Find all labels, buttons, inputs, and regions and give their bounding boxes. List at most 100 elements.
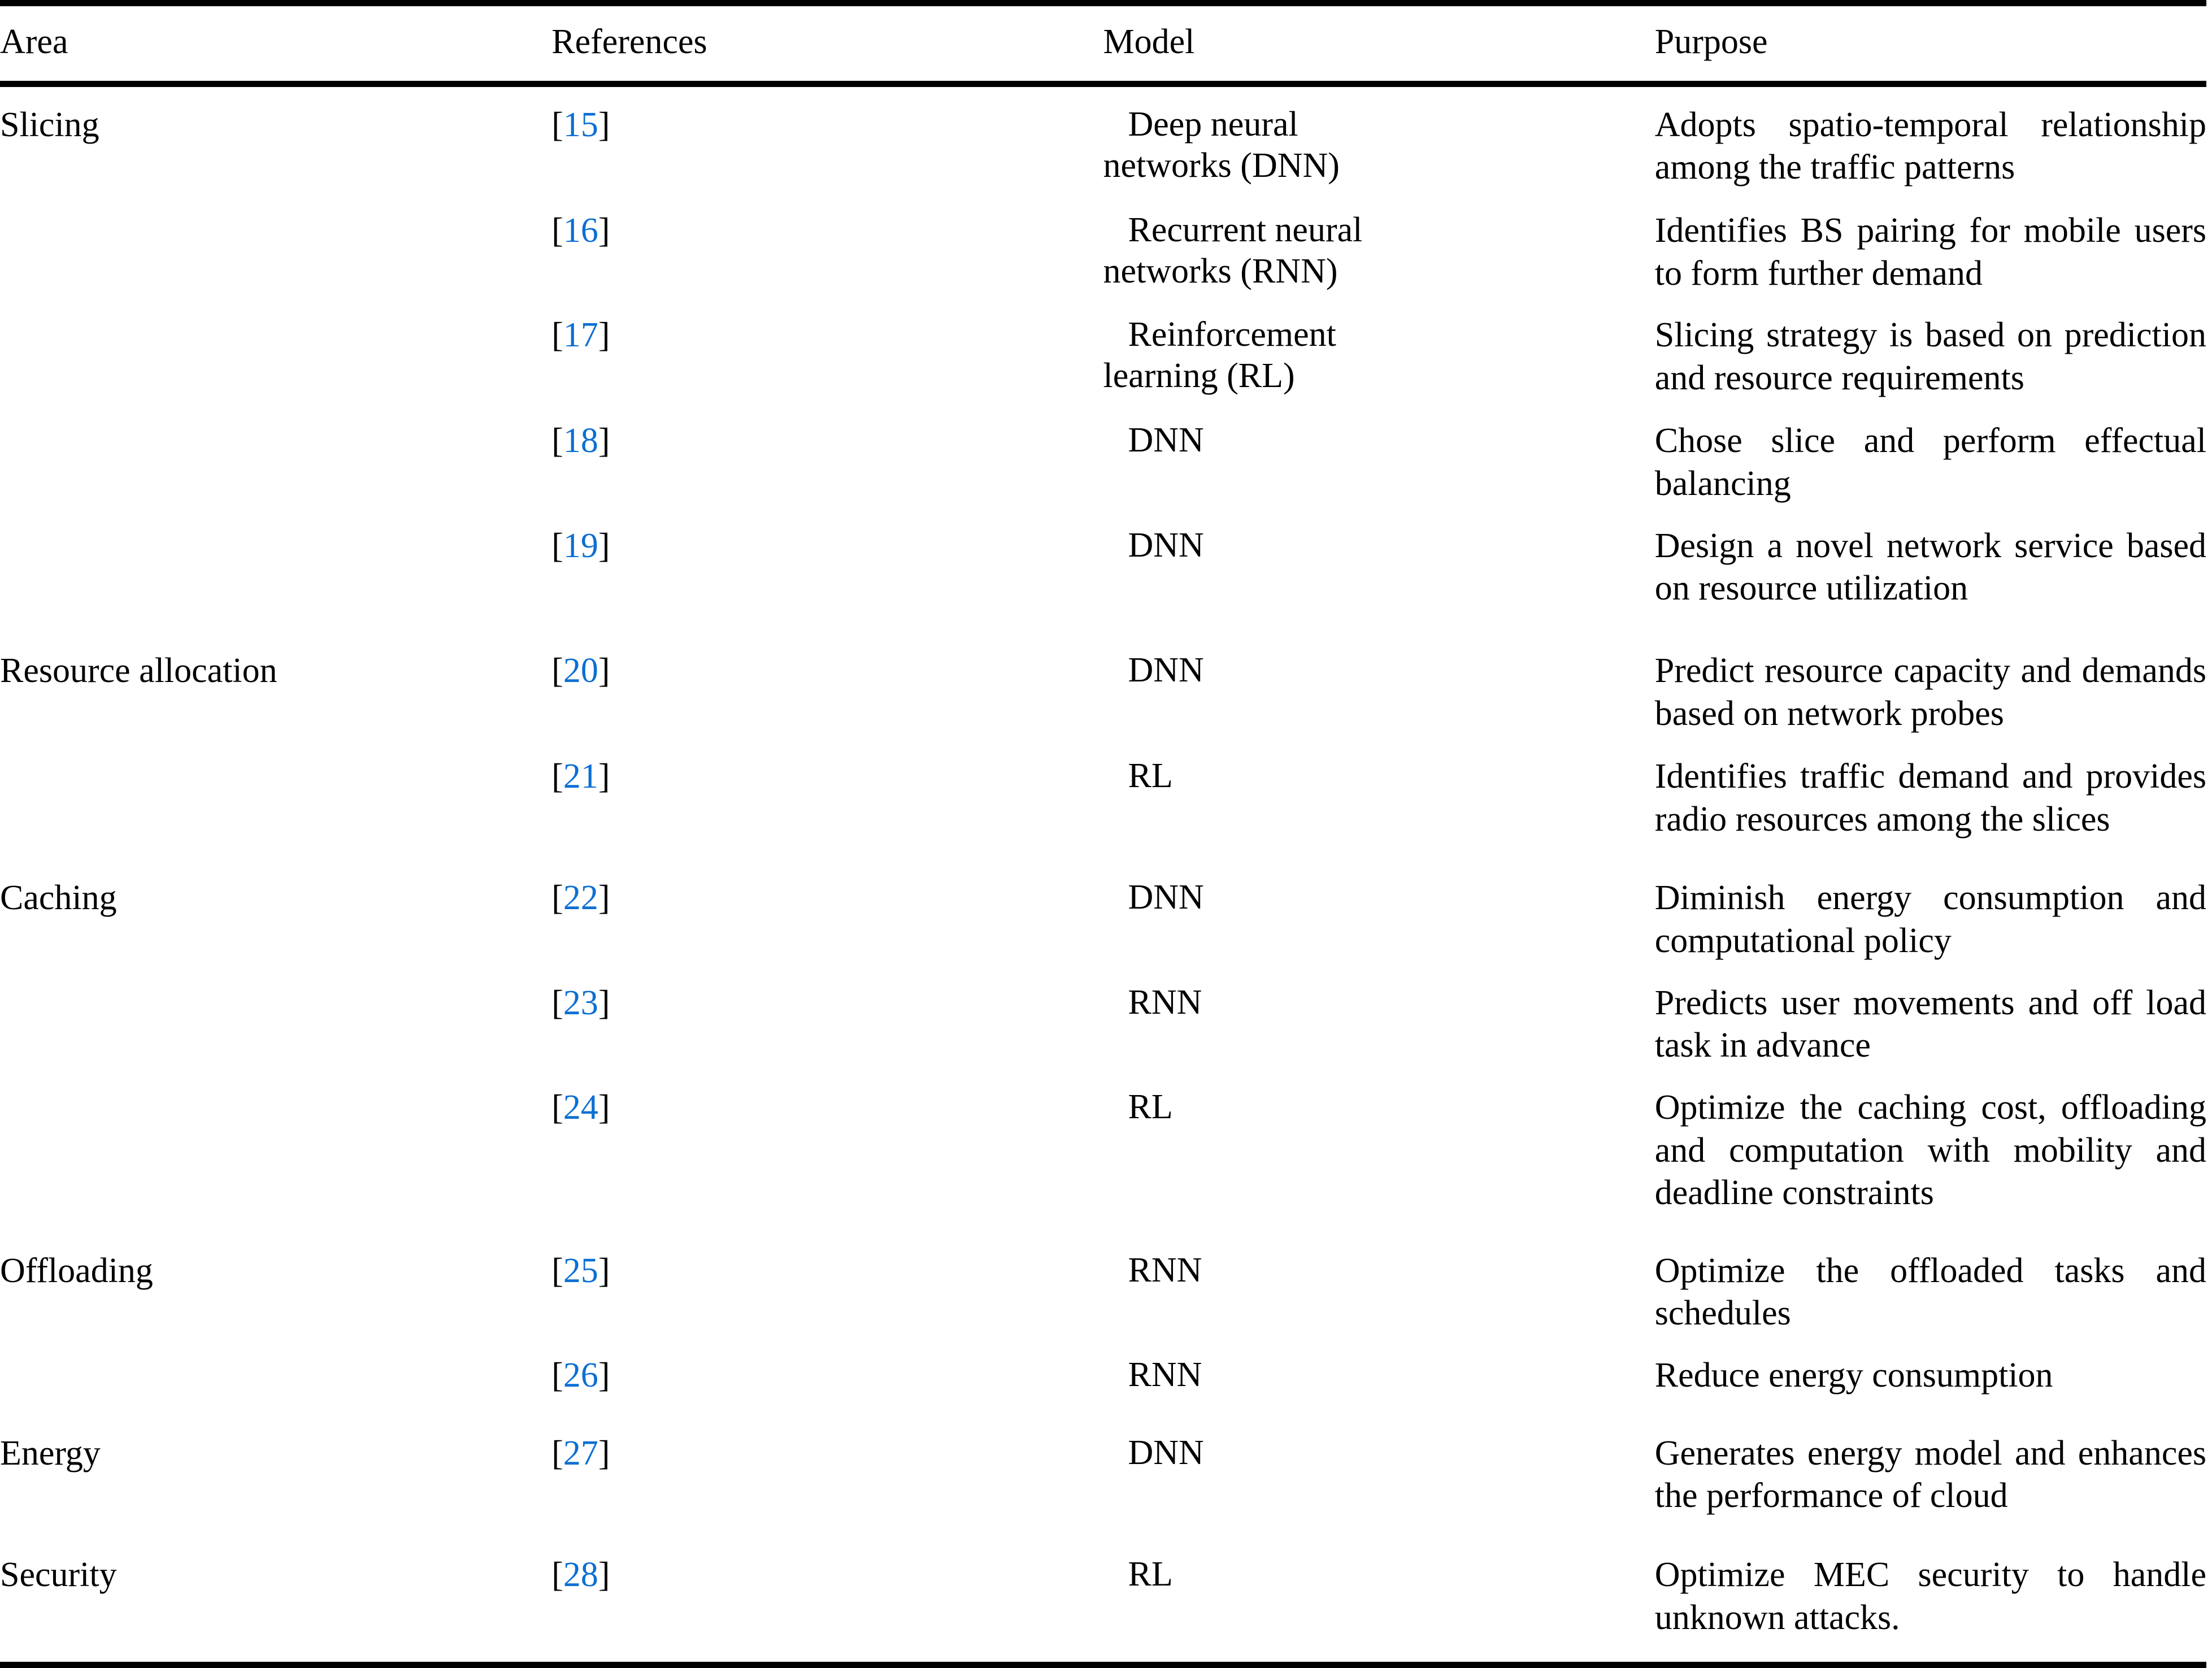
cell-purpose: Generates energy model and enhances the …	[1655, 1432, 2206, 1518]
bracket-open: [	[551, 1088, 563, 1127]
citation-link[interactable]: 22	[563, 879, 598, 918]
purpose-text: Predicts user movements and off load tas…	[1654, 983, 2206, 1065]
model-text: DNN	[1103, 877, 1655, 918]
bracket-open: [	[551, 1356, 563, 1395]
row-spacer	[0, 1518, 2206, 1554]
model-text: DNN	[1103, 650, 1655, 691]
cell-area	[0, 314, 551, 399]
model-line-1: DNN	[1128, 878, 1204, 917]
row-spacer	[0, 399, 2206, 420]
cell-area: Offloading	[0, 1250, 551, 1335]
row-spacer	[0, 735, 2206, 755]
citation-link[interactable]: 26	[563, 1356, 598, 1395]
row-spacer	[0, 1067, 2206, 1087]
model-text: DNN	[1103, 420, 1655, 461]
citation-link[interactable]: 27	[563, 1434, 598, 1472]
bracket-close: ]	[598, 422, 610, 461]
column-header-purpose: Purpose	[1654, 23, 1768, 61]
cell-area: Resource allocation	[0, 650, 551, 735]
citation-link[interactable]: 20	[563, 651, 598, 690]
purpose-text: Adopts spatio-temporal relationship amon…	[1654, 105, 2206, 187]
bracket-close: ]	[598, 1434, 610, 1472]
purpose-text: Reduce energy consumption	[1654, 1356, 2053, 1395]
model-line-1: Deep neural	[1128, 105, 1298, 144]
model-line-2: networks (RNN)	[1103, 252, 1338, 291]
row-spacer	[0, 87, 2206, 104]
purpose-text: Design a novel network service based on …	[1654, 526, 2206, 608]
table-rule-bottom-cell	[0, 1662, 2206, 1668]
cell-area	[0, 755, 551, 841]
bracket-close: ]	[598, 983, 610, 1022]
cell-purpose: Predicts user movements and off load tas…	[1655, 982, 2206, 1067]
cell-purpose: Chose slice and perform effectual balanc…	[1655, 420, 2206, 505]
citation-link[interactable]: 15	[563, 105, 598, 144]
model-line-1: RNN	[1128, 983, 1202, 1022]
purpose-text: Predict resource capacity and demands ba…	[1654, 651, 2206, 733]
citation-link[interactable]: 19	[563, 526, 598, 565]
cell-references: [16]	[551, 210, 1103, 295]
row-spacer	[0, 841, 2206, 877]
cell-references: [25]	[551, 1250, 1103, 1335]
cell-references: [22]	[551, 877, 1103, 962]
cell-references: [18]	[551, 420, 1103, 505]
bracket-open: [	[551, 879, 563, 918]
citation-link[interactable]: 24	[563, 1088, 598, 1127]
cell-purpose: Slicing strategy is based on prediction …	[1655, 314, 2206, 399]
row-spacer-cell	[0, 1215, 2206, 1250]
bracket-close: ]	[598, 105, 610, 144]
cell-model: DNN	[1103, 1432, 1655, 1518]
row-spacer-cell	[0, 506, 2206, 525]
bracket-close: ]	[598, 1088, 610, 1127]
model-text: DNN	[1103, 525, 1655, 566]
model-line-1: RNN	[1128, 1250, 1202, 1289]
model-text: DNN	[1103, 1432, 1655, 1474]
bracket-open: [	[551, 1434, 563, 1472]
row-spacer	[0, 295, 2206, 314]
cell-references: [20]	[551, 650, 1103, 735]
cell-model: DNN	[1103, 877, 1655, 962]
cell-purpose: Reduce energy consumption	[1655, 1354, 2206, 1397]
purpose-text: Optimize MEC security to handle unknown …	[1654, 1555, 2206, 1637]
citation-link[interactable]: 21	[563, 757, 598, 796]
cell-model: RL	[1103, 1554, 1655, 1639]
purpose-text: Chose slice and perform effectual balanc…	[1654, 422, 2206, 503]
bracket-open: [	[551, 1251, 563, 1290]
bracket-open: [	[551, 1555, 563, 1594]
citation-link[interactable]: 17	[563, 316, 598, 355]
cell-purpose: Adopts spatio-temporal relationship amon…	[1655, 104, 2206, 189]
row-spacer	[0, 1215, 2206, 1250]
cell-area	[0, 1354, 551, 1397]
citation-link[interactable]: 18	[563, 422, 598, 461]
bracket-open: [	[551, 651, 563, 690]
model-text: RNN	[1103, 1250, 1655, 1291]
row-spacer-cell	[0, 1639, 2206, 1665]
bracket-close: ]	[598, 316, 610, 355]
citation-link[interactable]: 25	[563, 1251, 598, 1290]
citation-link[interactable]: 16	[563, 211, 598, 250]
table-rule-bottom	[0, 1662, 2206, 1668]
model-text: RL	[1103, 755, 1655, 797]
cell-purpose: Identifies traffic demand and provides r…	[1655, 755, 2206, 841]
model-line-1: DNN	[1128, 650, 1204, 689]
citation-link[interactable]: 23	[563, 983, 598, 1022]
area-label: Security	[0, 1555, 117, 1594]
model-text: RL	[1103, 1554, 1655, 1595]
area-label: Energy	[0, 1434, 101, 1472]
citation-link[interactable]: 28	[563, 1555, 598, 1594]
model-text: RNN	[1103, 1354, 1655, 1396]
cell-model: DNN	[1103, 420, 1655, 505]
cell-model: DNN	[1103, 525, 1655, 610]
model-line-1: DNN	[1128, 525, 1204, 564]
